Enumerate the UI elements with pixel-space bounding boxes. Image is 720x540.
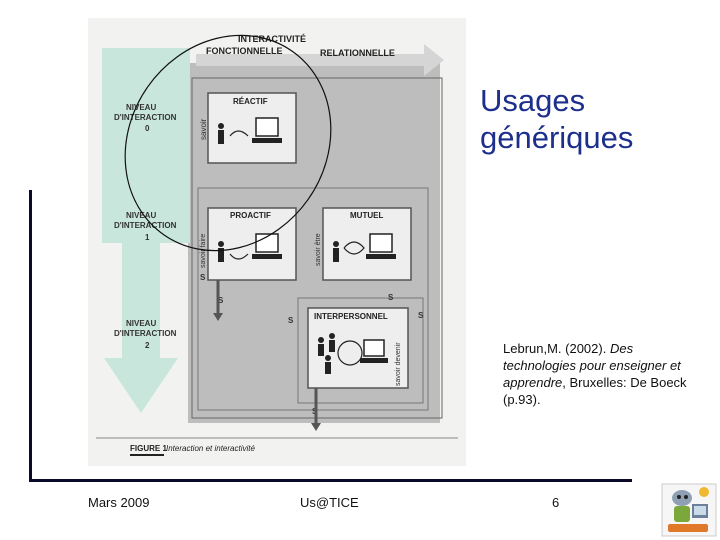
savoir-faire-label: savoir faire [200, 234, 207, 268]
interactivity-arrow [196, 44, 444, 76]
slide-title-line2: génériques [480, 120, 634, 155]
level0-line2: D'INTERACTION [114, 113, 177, 122]
person-computer-icon [218, 117, 282, 144]
savoir-label: savoir [199, 118, 208, 140]
citation-book-title: Des technologies pour enseigner et appre… [503, 341, 681, 390]
citation-publisher: , Bruxelles: De Boeck (p.93). [503, 375, 687, 407]
figure-caption-number: FIGURE 1 [130, 444, 167, 453]
savoir-etre-label: savoir être [315, 233, 322, 266]
s-marker: S [418, 311, 424, 320]
box-proactif-label: PROACTIF [230, 211, 271, 220]
axis-fonctionnelle: FONCTIONNELLE [206, 46, 283, 56]
s-marker: S [200, 273, 206, 282]
person-computer-icon [333, 233, 396, 262]
level0-line1: NIVEAU [126, 103, 156, 112]
s-marker: S [388, 293, 394, 302]
citation: Lebrun,M. (2002). Des technologies pour … [503, 340, 703, 408]
level2-line1: NIVEAU [126, 319, 156, 328]
level1-line3: 1 [145, 233, 150, 242]
highlight-ellipse [124, 34, 332, 252]
level2-line2: D'INTERACTION [114, 329, 177, 338]
box-mutuel-label: MUTUEL [350, 211, 383, 220]
teal-column [102, 48, 190, 243]
level1-line1: NIVEAU [126, 211, 156, 220]
level0-line3: 0 [145, 124, 150, 133]
mascot-logo-icon [661, 483, 717, 537]
left-rule [29, 190, 32, 482]
box-reactif-label: RÉACTIF [233, 97, 268, 106]
teal-down-arrow [104, 243, 178, 413]
level2-line3: 2 [145, 341, 150, 350]
citation-author: Lebrun,M. (2002). [503, 341, 610, 356]
bottom-rule [29, 479, 632, 482]
people-group-icon [318, 333, 388, 374]
axis-relationnelle: RELATIONNELLE [320, 48, 395, 58]
savoir-devenir-label: savoir devenir [395, 342, 402, 386]
slide-title: Usages génériques [480, 82, 710, 156]
footer-date: Mars 2009 [88, 495, 150, 510]
header-interactivite: INTERACTIVITÉ [238, 34, 306, 44]
footer-center: Us@TICE [300, 495, 359, 510]
box-interpersonnel-label: INTERPERSONNEL [314, 312, 388, 321]
interaction-diagram: INTERACTIVITÉ FONCTIONNELLE RELATIONNELL… [88, 18, 466, 466]
figure-caption-text: Interaction et interactivité [166, 444, 255, 453]
footer-page-number: 6 [552, 495, 560, 510]
slide-title-line1: Usages [480, 83, 586, 118]
s-marker: S [288, 316, 294, 325]
box-interpersonnel [307, 307, 409, 389]
person-computer-icon [218, 233, 282, 262]
level1-line2: D'INTERACTION [114, 221, 177, 230]
s-marker: S [218, 296, 224, 305]
